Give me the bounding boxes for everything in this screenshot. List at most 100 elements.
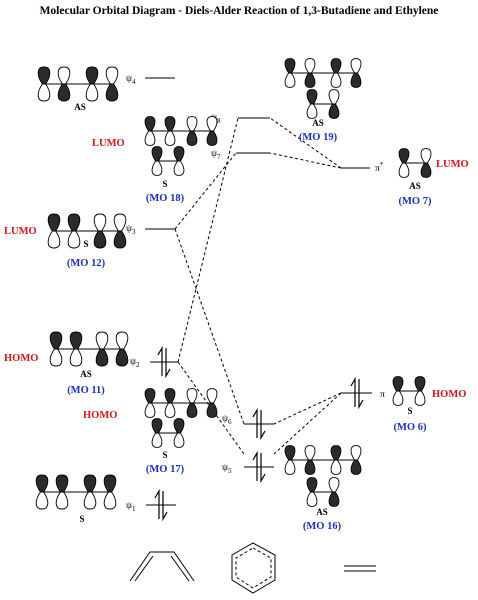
psi1-symmetry: S: [79, 514, 84, 524]
pistar-label: π*: [375, 161, 384, 174]
psi2-lobes-c1-upper-lobe: [49, 331, 63, 350]
psi1-lobes-c3-lower-lobe: [83, 491, 97, 510]
psi6-diene-lobes-c1-upper-lobe: [144, 388, 156, 404]
pistar-lobes-c2-upper-lobe: [420, 148, 432, 164]
psi8-subscript: 8: [217, 117, 221, 125]
ring-outline: [231, 542, 276, 594]
psi5-diene-lobes-c4-upper-lobe: [350, 445, 362, 461]
psi8-diene-lobes-c2-lower-lobe: [304, 72, 316, 88]
psi6-subscript: 6: [228, 418, 232, 426]
psi4-orbital: AS ψ4: [37, 66, 175, 112]
psi2-lobes-c2-lower-lobe: [69, 348, 83, 367]
psi2-electron-pair: [157, 345, 171, 379]
psi7-diene-lobes-c1-lower-lobe: [144, 130, 156, 146]
psi8-ene-lobes-c2-lower-lobe: [328, 103, 340, 119]
psi1-lobes-c2-lower-lobe: [55, 491, 69, 510]
psi2-lobes-c3-upper-lobe: [95, 331, 109, 350]
psi5-diene-lobes-c2-upper-lobe: [304, 445, 316, 461]
psi7-diene-lobes-c2-upper-lobe: [164, 116, 176, 132]
pistar-to-psi7-line: [269, 152, 342, 169]
psi2-symmetry: AS: [80, 369, 92, 379]
psi3-lobes-c3-upper-lobe: [93, 213, 107, 232]
pistar-to-psi8-line: [269, 117, 342, 169]
pi-lobes-c1-upper-lobe: [392, 376, 404, 392]
psi7-diene-lobes-c4-upper-lobe: [206, 116, 218, 132]
pistar-lobes: [398, 148, 432, 178]
psi6-ene-lobes-c2-upper-lobe: [173, 418, 185, 434]
psi2-lobes-c4-lower-lobe: [115, 348, 129, 367]
psi1-electron-pair: [154, 488, 168, 522]
psi2-lobes-c4-upper-lobe: [115, 331, 129, 350]
psi8-ene-lobes: [306, 89, 340, 119]
psi7-diene-lobes-c1-upper-lobe: [144, 116, 156, 132]
psi1-lobes-c1-upper-lobe: [35, 474, 49, 493]
psi3-lobes-c4-lower-lobe: [113, 230, 127, 249]
psi5-diene-lobes-c3-upper-lobe: [330, 445, 342, 461]
psi4-lobes-c2-upper-lobe: [57, 66, 71, 85]
psi8-ene-lobes-c1-lower-lobe: [306, 103, 318, 119]
psi5-ene-lobes-c2-lower-lobe: [328, 491, 340, 507]
psi7-diene-lobes: [144, 116, 218, 146]
psi4-subscript: 4: [132, 78, 136, 86]
pi-lobes-c2-upper-lobe: [414, 376, 426, 392]
butadiene-structure: [129, 551, 195, 582]
psi5-diene-lobes-c1-upper-lobe: [284, 445, 296, 461]
psi7-ene-lobes: [151, 146, 185, 176]
psi5-electron-pair-spin-down-arrow: [260, 453, 266, 484]
psi7-diene-lobes-c3-upper-lobe: [186, 116, 198, 132]
psi6-ene-lobes-c1-upper-lobe: [151, 418, 163, 434]
psi1-lobes: [35, 474, 117, 510]
psi7-diene-lobes-c2-lower-lobe: [164, 130, 176, 146]
psi8-diene-lobes-c1-upper-lobe: [284, 58, 296, 74]
pi-lobes-c2-lower-lobe: [414, 390, 426, 406]
psi5-ene-lobes-c2-upper-lobe: [328, 477, 340, 493]
psi4-lobes-c4-upper-lobe: [105, 66, 119, 85]
psi5-diene-lobes: [284, 445, 362, 475]
pi-frontier-label: HOMO: [432, 389, 466, 400]
psi7-frontier-label: LUMO: [92, 138, 125, 149]
psi6-diene-lobes-c3-lower-lobe: [186, 402, 198, 418]
psi1-electron-pair-spin-down-arrow: [162, 491, 168, 522]
psi7-label: ψ7: [211, 149, 221, 161]
psi8-diene-lobes-c1-lower-lobe: [284, 72, 296, 88]
butadiene-double-bond-right: [170, 555, 190, 582]
psi6-ene-lobes-c2-lower-lobe: [173, 432, 185, 448]
pistar-mo-number: (MO 7): [399, 196, 432, 207]
psi3-orbital: LUMO S (MO 12) ψ3: [4, 213, 175, 269]
pi-label: π: [380, 390, 385, 400]
psi2-lobes-c3-lower-lobe: [95, 348, 109, 367]
psi4-lobes-c2-lower-lobe: [57, 83, 71, 102]
psi2-label: ψ2: [130, 357, 140, 369]
psi5-ene-lobes: [306, 477, 340, 507]
psi5-orbital: AS (MO 16) ψ5: [222, 445, 362, 532]
psi7-diene-lobes-c3-lower-lobe: [186, 130, 198, 146]
ethylene-structure: [344, 565, 376, 572]
psi5-label: ψ5: [222, 463, 232, 475]
psi5-subscript: 5: [228, 467, 232, 475]
psi5-electron-pair: [252, 450, 266, 484]
psi3-subscript: 3: [132, 228, 136, 236]
psi2-electron-pair-spin-down-arrow: [165, 348, 171, 379]
pi-to-psi5-line: [273, 392, 342, 455]
psi8-diene-lobes-c2-upper-lobe: [304, 58, 316, 74]
butadiene-skeleton: [129, 551, 195, 582]
pi-electron-pair-spin-up-arrow: [350, 376, 356, 407]
psi4-lobes-c1-lower-lobe: [37, 83, 51, 102]
psi7-orbital: LUMO S (MO 18) ψ7: [92, 116, 270, 204]
psi8-ene-lobes-c1-upper-lobe: [306, 89, 318, 105]
psi7-symmetry: S: [162, 179, 167, 189]
psi4-label: ψ4: [126, 74, 136, 86]
psi3-mo-number: (MO 12): [67, 258, 106, 269]
pistar-frontier-label: LUMO: [436, 159, 469, 170]
psi1-lobes-c3-upper-lobe: [83, 474, 97, 493]
psi4-lobes-c3-lower-lobe: [85, 83, 99, 102]
psi1-subscript: 1: [132, 505, 136, 513]
correlation-lines: [174, 117, 342, 455]
psi2-subscript: 2: [136, 361, 140, 369]
pistar-lobes-c2-lower-lobe: [420, 162, 432, 178]
ring-delocalized-dashes: [235, 547, 272, 589]
psi3-lobes: [47, 213, 127, 249]
psi8-diene-lobes: [284, 58, 362, 88]
psi8-diene-lobes-c4-lower-lobe: [350, 72, 362, 88]
pi-lobes-c1-lower-lobe: [392, 390, 404, 406]
